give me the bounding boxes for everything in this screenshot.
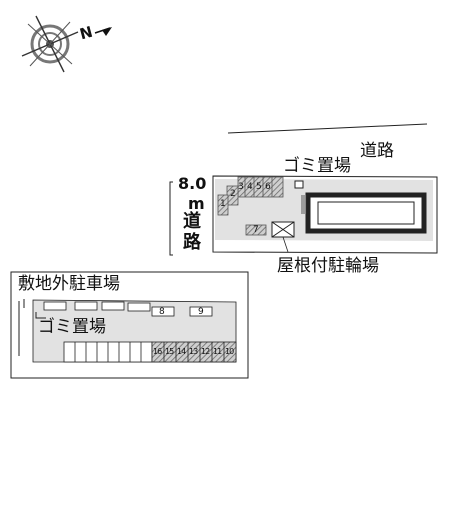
parking-number: 2 [230, 189, 236, 199]
bike-shed-label: 屋根付駐輪場 [277, 256, 379, 276]
inset-slot-number: 8 [159, 307, 165, 317]
parking-number: 7 [253, 225, 259, 235]
inset-bottom-slots-plain [63, 341, 153, 363]
inset-bottom-number: 14 [177, 347, 186, 356]
inset-bottom-slots-hatched [151, 341, 237, 363]
inset-title: 敷地外駐車場 [18, 274, 120, 294]
parking-number: 5 [256, 182, 262, 192]
garbage-point [294, 180, 304, 189]
left-road-edge [169, 181, 173, 256]
inset-top-slots [43, 301, 213, 317]
inset-garbage-marker [35, 312, 46, 319]
road-left-label-2: 路 [183, 232, 201, 253]
parking-number: 4 [247, 182, 253, 192]
parking-number: 3 [238, 182, 244, 192]
inset-slot-number: 9 [198, 307, 204, 317]
compass-rose-icon [21, 15, 112, 73]
parking-number: 6 [265, 182, 271, 192]
stairs [301, 195, 307, 214]
garbage-label-inset: ゴミ置場 [38, 317, 106, 337]
road-edge-line [227, 123, 428, 134]
inset-bottom-number: 12 [201, 347, 210, 356]
road-width-value: 8.0 [178, 174, 207, 193]
road-left-label-1: 道 [183, 211, 201, 232]
inset-bottom-number: 13 [189, 347, 198, 356]
building [305, 192, 427, 234]
inset-bottom-number: 15 [165, 347, 174, 356]
bike-shed [271, 221, 295, 253]
inset-bottom-number: 11 [213, 347, 222, 356]
inset-bottom-number: 16 [153, 347, 162, 356]
inset-bottom-number: 10 [225, 347, 234, 356]
parking-number: 1 [220, 199, 226, 209]
garbage-label-main: ゴミ置場 [283, 156, 351, 176]
road-top-label: 道路 [360, 141, 394, 161]
road-width-unit: m [188, 194, 205, 213]
parking-slot-7 [245, 224, 267, 236]
parking-slots-main [217, 176, 284, 216]
